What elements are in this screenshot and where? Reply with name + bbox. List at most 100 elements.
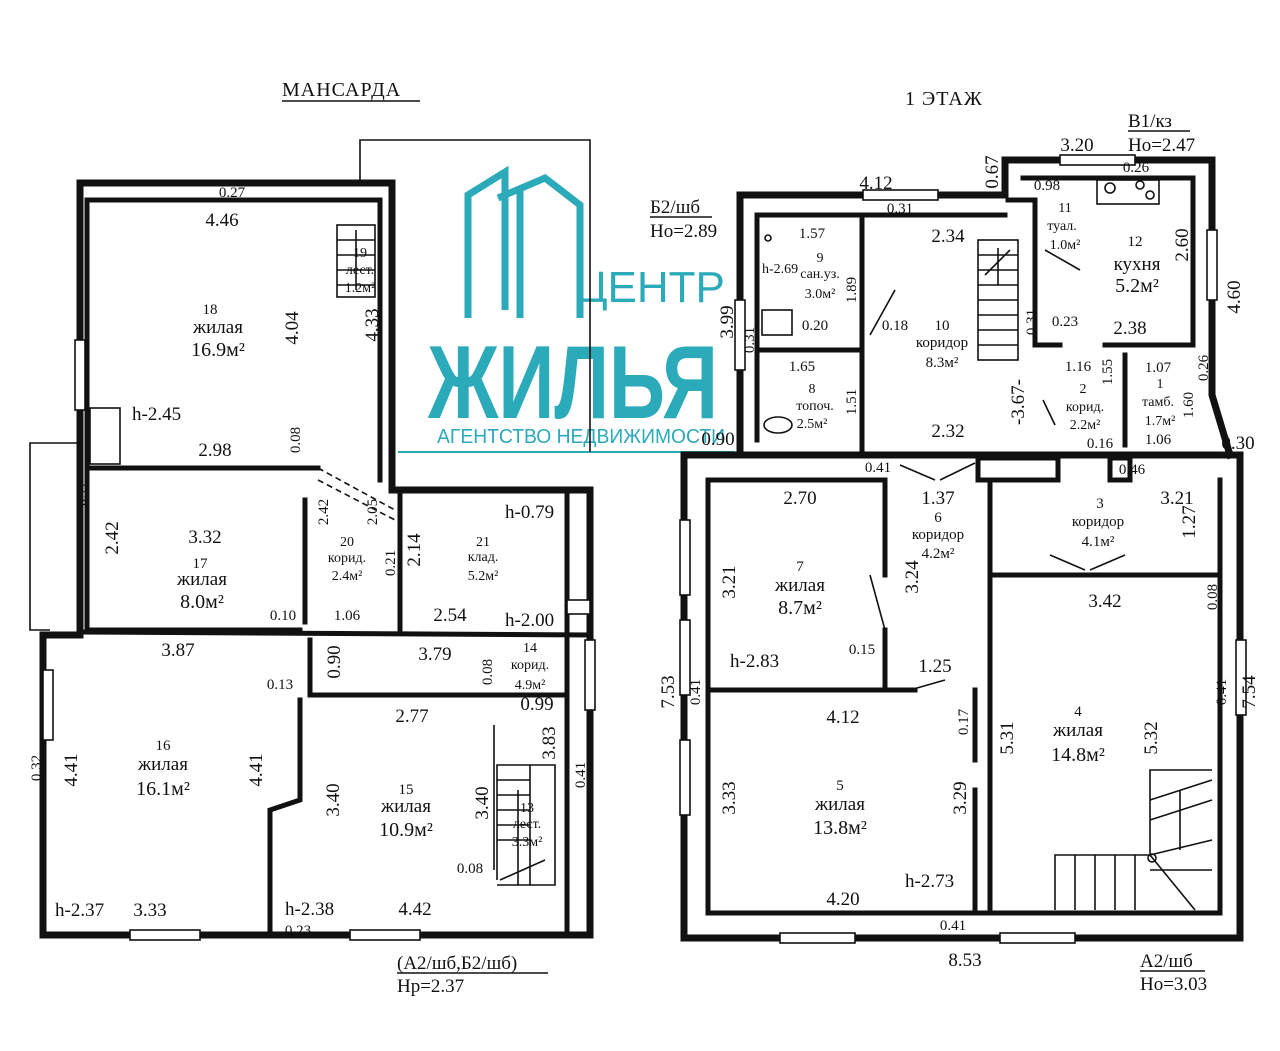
building-code: В1/кз bbox=[1128, 111, 1172, 132]
dim: 0.90 bbox=[701, 429, 734, 450]
room-area: 8.3м² bbox=[926, 355, 959, 371]
dim: 4.12 bbox=[859, 173, 892, 194]
room-name: жилая bbox=[176, 569, 227, 590]
dim: 4.46 bbox=[205, 210, 238, 231]
height-code: Но=2.89 bbox=[650, 221, 717, 242]
room-number: 20 bbox=[340, 535, 354, 550]
f1-room-11: 11 туал. 1.0м² bbox=[1047, 201, 1080, 253]
dim: 3.21 bbox=[1160, 488, 1193, 509]
dim: 3.24 bbox=[902, 560, 923, 594]
room-number: 8 bbox=[809, 382, 816, 397]
room-name: туал. bbox=[1047, 219, 1077, 234]
dim: 3.42 bbox=[1088, 591, 1121, 612]
room-area: 1.7м² bbox=[1145, 414, 1176, 429]
dim: h-2.83 bbox=[730, 651, 779, 672]
dim: h-2.37 bbox=[55, 900, 104, 921]
room-number: 4 bbox=[1074, 704, 1082, 720]
dim: 7.54 bbox=[1239, 675, 1260, 709]
dim: 5.32 bbox=[1141, 721, 1162, 754]
room-area: 2.2м² bbox=[1070, 418, 1101, 433]
dim: 0.98 bbox=[1034, 178, 1060, 194]
dim: 0.08 bbox=[480, 659, 496, 685]
dim: 0.18 bbox=[882, 318, 908, 334]
room-number: 11 bbox=[1058, 201, 1071, 216]
attic-room-21: 21 клад. 5.2м² bbox=[468, 535, 499, 584]
room-number: 7 bbox=[796, 559, 804, 575]
attic-plan bbox=[29, 139, 596, 941]
floor1-dimensions: 4.12 0.31 3.20 0.67 0.26 0.98 2.60 4.60 … bbox=[658, 135, 1260, 971]
dim: 3.83 bbox=[539, 726, 560, 759]
room-name: коридор bbox=[916, 335, 968, 351]
dim: 0.32 bbox=[29, 755, 45, 781]
dim: 0.10 bbox=[270, 608, 296, 624]
room-area: 1.0м² bbox=[1050, 238, 1081, 253]
dim: 4.42 bbox=[398, 899, 431, 920]
dim: 3.21 bbox=[719, 565, 740, 598]
f1-room-1: 1 тамб. 1.7м² bbox=[1142, 377, 1175, 429]
dim: 2.42 bbox=[316, 499, 332, 525]
room-area: 3.0м² bbox=[805, 287, 836, 302]
attic-building-code: (А2/шб,Б2/шб) Нр=2.37 bbox=[397, 953, 548, 997]
dim: 1.37 bbox=[921, 488, 954, 509]
building-code: Б2/шб bbox=[650, 197, 700, 218]
dim: 0.20 bbox=[802, 318, 828, 334]
dim: 0.99 bbox=[520, 694, 553, 715]
room-name: лест. bbox=[346, 263, 374, 278]
dim: h-0.79 bbox=[505, 502, 554, 523]
dim: 2.70 bbox=[783, 488, 816, 509]
room-name: клад. bbox=[468, 550, 499, 565]
f1-room-8: 8 топоч. 2.5м² bbox=[796, 382, 834, 432]
room-number: 21 bbox=[476, 535, 490, 550]
room-area: 13.8м² bbox=[813, 817, 867, 839]
room-area: 5.2м² bbox=[468, 569, 499, 584]
dim: 3.33 bbox=[719, 781, 740, 814]
attic-title: МАНСАРДА bbox=[282, 79, 401, 101]
f1-room-9: 9 сан.уз. 3.0м² bbox=[800, 251, 840, 302]
dim: 4.41 bbox=[246, 753, 267, 786]
room-area: 8.7м² bbox=[778, 597, 822, 619]
room-number: 17 bbox=[193, 556, 209, 572]
dim: 0.41 bbox=[865, 460, 891, 476]
dim: 1.65 bbox=[789, 359, 815, 375]
dim: 0.26 bbox=[1196, 354, 1212, 381]
room-name: жилая bbox=[774, 575, 825, 596]
f1-room-7: 7 жилая 8.7м² bbox=[774, 559, 825, 619]
dim: 1.51 bbox=[844, 389, 860, 415]
dim: 0.41 bbox=[940, 918, 966, 934]
room-name: коридор bbox=[912, 527, 964, 543]
room-area: 1.2м² bbox=[345, 281, 376, 296]
dim: h-2.00 bbox=[505, 610, 554, 631]
dim: 1.16 bbox=[1065, 359, 1092, 375]
dim: 0.16 bbox=[1087, 436, 1114, 452]
room-name: кухня bbox=[1114, 254, 1161, 275]
attic-room-15: 15 жилая 10.9м² bbox=[379, 782, 433, 841]
room-area: 4.1м² bbox=[1082, 534, 1115, 550]
attic-room-18: 18 жилая 16.9м² bbox=[191, 302, 245, 361]
dim: 2.77 bbox=[395, 706, 428, 727]
f1-room-3: 3 коридор 4.1м² bbox=[1072, 496, 1124, 550]
dim: 0.90 bbox=[324, 645, 345, 678]
room-number: 10 bbox=[935, 318, 950, 334]
watermark-line2: ЖИЛЬЯ bbox=[427, 325, 718, 441]
watermark-line3: АГЕНТСТВО НЕДВИЖИМОСТИ bbox=[437, 426, 725, 448]
dim: 1.60 bbox=[1181, 392, 1197, 418]
room-number: 6 bbox=[934, 510, 942, 526]
dim: -3.67- bbox=[1008, 379, 1029, 425]
dim: 2.32 bbox=[931, 421, 964, 442]
dim: 0.08 bbox=[1205, 584, 1221, 610]
dim: 3.87 bbox=[161, 640, 194, 661]
dim: 0.17 bbox=[956, 708, 972, 735]
height-code: Но=3.03 bbox=[1140, 974, 1207, 995]
room-area: 14.8м² bbox=[1051, 744, 1105, 766]
room-area: 4.2м² bbox=[922, 546, 955, 562]
watermark: ЦЕНТР ЖИЛЬЯ АГЕНТСТВО НЕДВИЖИМОСТИ bbox=[398, 165, 735, 453]
dim: 8.53 bbox=[948, 950, 981, 971]
dim: h-2.73 bbox=[905, 871, 954, 892]
attic-room-17: 17 жилая 8.0м² bbox=[176, 556, 227, 613]
room-area: 5.2м² bbox=[1115, 275, 1159, 297]
dim: 3.40 bbox=[323, 783, 344, 816]
dim: 0.31 bbox=[1024, 309, 1040, 335]
dim: 4.41 bbox=[61, 753, 82, 786]
floor1-plan bbox=[679, 154, 1247, 944]
dim: 0.26 bbox=[1123, 160, 1150, 176]
